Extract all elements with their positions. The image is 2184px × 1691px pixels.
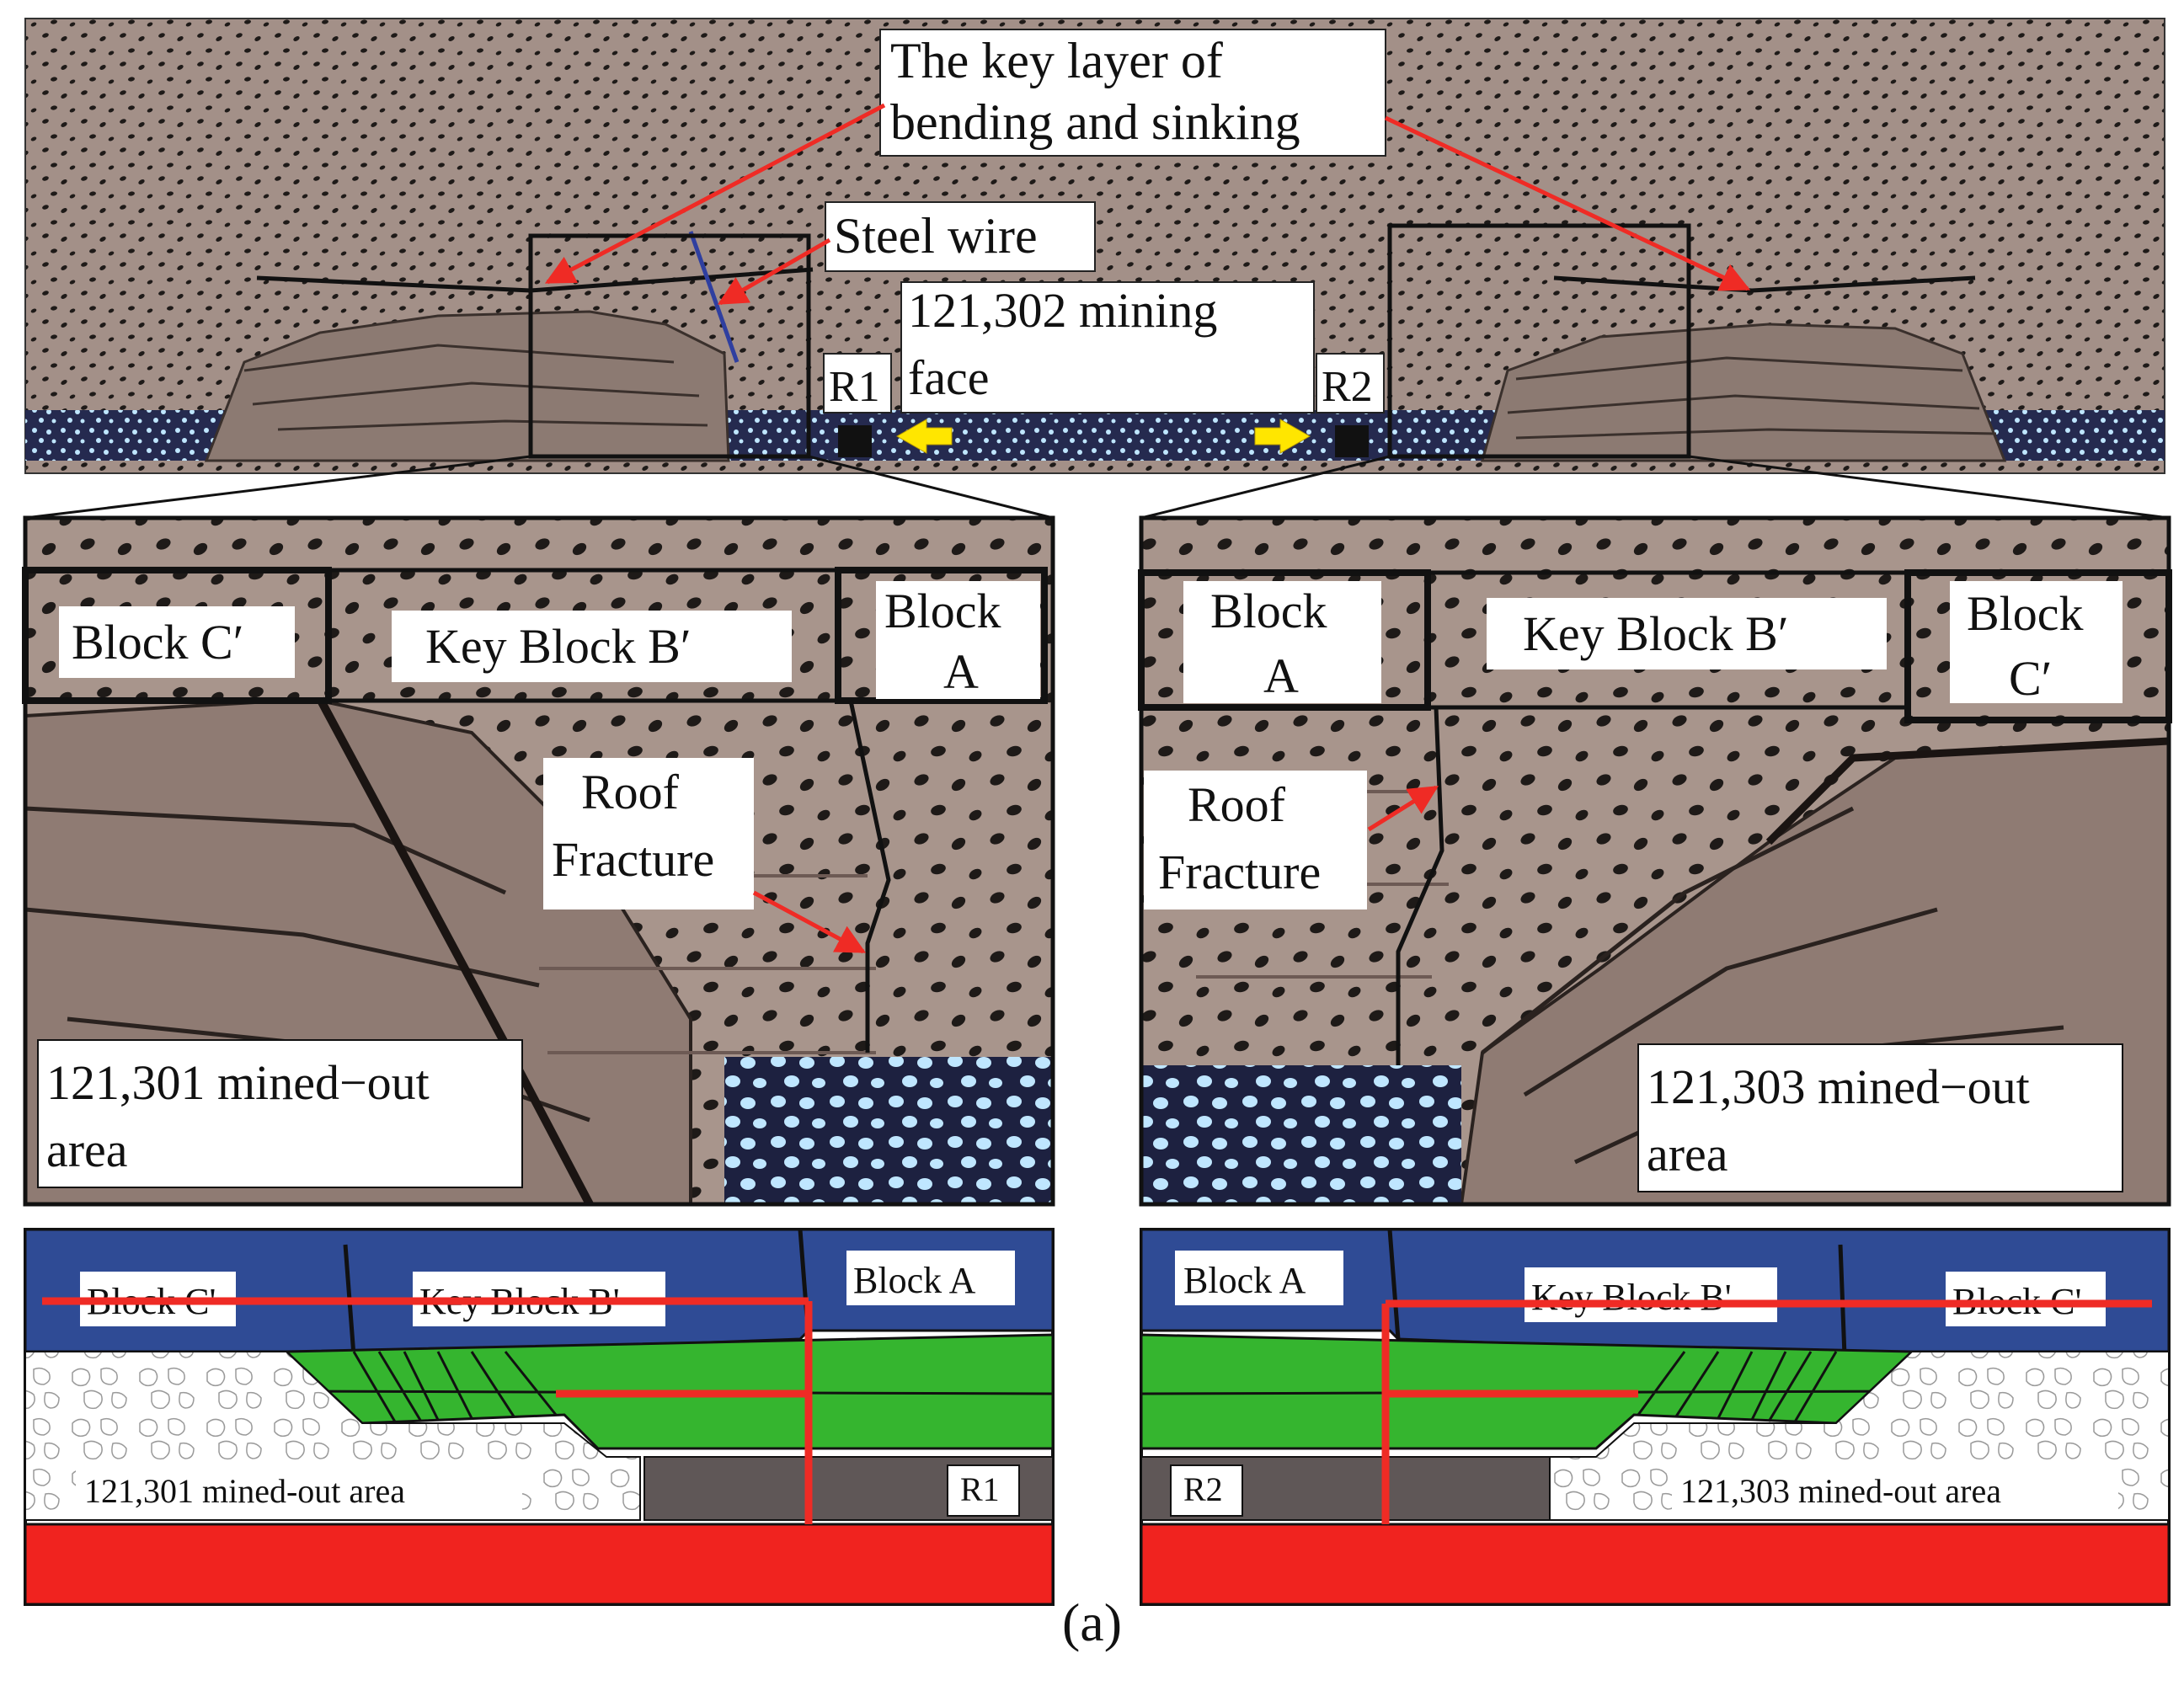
r2-label: R2 [1322, 363, 1373, 411]
zoom-frame-left [528, 233, 811, 459]
right-zoom-mined-line1: 121,303 mined−out [1647, 1059, 2030, 1114]
arrow-right-yellow [1254, 419, 1311, 454]
coal-block-right-zoom [1141, 1065, 1461, 1204]
right-schematic-mined-label: 121,303 mined-out area [1680, 1472, 2001, 1510]
right-zoom-roof-fracture-line [1396, 707, 1444, 1065]
left-zoom-mined-label-box [37, 1039, 523, 1188]
roadway-r2 [1335, 425, 1369, 457]
steel-wire-label-box [825, 201, 1096, 272]
r2-label-box [1316, 353, 1385, 413]
steel-wire [688, 231, 740, 363]
right-zoom-mined-line2: area [1647, 1127, 1728, 1182]
left-schematic: R1 Block C' Key Block B' Block A 121,301… [24, 1228, 1055, 1606]
right-zoom-block-c-line1: Block [1967, 586, 2084, 641]
left-schematic-r1-label: R1 [960, 1470, 1000, 1508]
left-zoom-mined-line2: area [46, 1123, 128, 1177]
mining-face-label-line1: 121,302 mining [908, 283, 1217, 338]
right-zoom-roof-arrow [1367, 785, 1439, 832]
right-zoom-block-c-line2: C′ [2009, 651, 2052, 706]
left-zoom-block-a-frame [835, 567, 1048, 704]
key-layer-arrow-right [1384, 115, 1751, 291]
right-zoom-block-a-line1: Block [1210, 584, 1327, 638]
mining-face-label-line2: face [908, 350, 990, 405]
right-zoom-block-a-line2: A [1263, 648, 1299, 703]
left-schematic-block-a-label: Block A [853, 1260, 976, 1301]
left-zoom-roof-line2: Fracture [552, 832, 714, 887]
left-zoom-block-a-line1: Block [884, 584, 1001, 638]
left-zoom-key-block-label: Key Block B′ [425, 619, 692, 674]
right-schematic-key-block-label: Key Block B' [1531, 1277, 1732, 1318]
right-zoom-block-c-frame [1904, 569, 2172, 723]
right-zoom-mined-label-box [1637, 1043, 2123, 1192]
roadway-r1 [838, 425, 872, 457]
top-annotations: The key layer of bending and sinking Ste… [544, 29, 1751, 413]
zoom-connectors [24, 455, 2170, 520]
key-layer-line-right [1553, 275, 1976, 293]
left-schematic-floor [24, 1523, 1055, 1606]
r1-label: R1 [829, 363, 880, 411]
right-zoom-roof-line2: Fracture [1158, 845, 1321, 899]
left-zoom-roof-line1: Roof [581, 765, 680, 819]
left-zoom-roof-arrow [752, 890, 867, 954]
right-zoom-roof-label-box [1144, 771, 1367, 910]
right-schematic-floor [1140, 1523, 2171, 1606]
figure-caption: (a) [1061, 1592, 1123, 1652]
right-schematic: R2 Block A Key Block B' Block C' 121,303… [1140, 1228, 2171, 1606]
left-zoom-panel: Block C′ Key Block B′ Block A Roof Fract… [22, 515, 1055, 1207]
arrow-left-yellow [895, 419, 953, 454]
right-zoom-roof-line1: Roof [1188, 777, 1286, 832]
right-zoom-key-block-label: Key Block B′ [1523, 606, 1789, 661]
r1-label-box [823, 353, 892, 413]
left-zoom-roof-fracture-line [848, 700, 891, 1053]
key-layer-label-line2: bending and sinking [890, 94, 1300, 150]
left-zoom-mined-line1: 121,301 mined−out [46, 1055, 430, 1110]
left-zoom-block-a-line2: A [943, 644, 979, 699]
coal-block-left-zoom [724, 1057, 1053, 1204]
zoom-frame-right [1387, 223, 1691, 459]
right-schematic-r2-label: R2 [1183, 1470, 1223, 1508]
steel-wire-arrow [717, 237, 831, 306]
steel-wire-label: Steel wire [834, 208, 1038, 264]
key-layer-label-line1: The key layer of [890, 33, 1223, 88]
left-zoom-roof-label-box [543, 758, 754, 910]
key-layer-label-box [879, 29, 1386, 157]
key-layer-arrow-left [544, 103, 886, 285]
right-schematic-block-a-label: Block A [1183, 1260, 1306, 1301]
right-zoom-panel: Block A Key Block B′ Block C′ Roof Fract… [1138, 515, 2172, 1207]
left-zoom-block-c-label: Block C′ [72, 615, 243, 669]
mining-face-label-box [900, 281, 1315, 413]
collapse-zone-right [1481, 323, 2007, 462]
left-schematic-mined-label: 121,301 mined-out area [84, 1472, 405, 1510]
